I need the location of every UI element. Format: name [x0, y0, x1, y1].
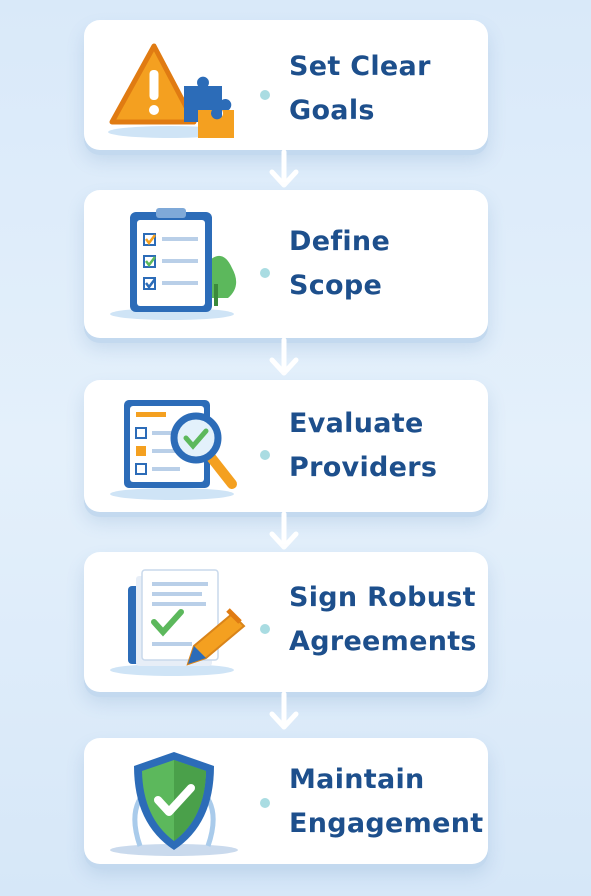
step-title-2: Define Scope: [289, 220, 390, 308]
step-title-3-line1: Evaluate: [289, 408, 424, 439]
down-arrow-icon: [269, 338, 299, 376]
step-dot-2: [260, 268, 270, 278]
step-card-1: Set Clear Goals: [84, 20, 488, 150]
step-title-5-line2: Engagement: [289, 808, 484, 839]
step-card-4: Sign Robust Agreements: [84, 552, 488, 692]
step-title-2-line2: Scope: [289, 270, 383, 301]
step-card-2: Define Scope: [84, 190, 488, 338]
step-dot-4: [260, 624, 270, 634]
magnifier-checklist-icon: [110, 400, 237, 500]
step-title-5-line1: Maintain: [289, 764, 425, 795]
step-dot-5: [260, 798, 270, 808]
checklist-clipboard-icon: [110, 208, 237, 320]
step-title-5: Maintain Engagement: [289, 758, 483, 846]
shield-check-icon: [110, 752, 238, 856]
step-title-1-line2: Goals: [289, 95, 375, 126]
step-dot-1: [260, 90, 270, 100]
step-title-4-line2: Agreements: [289, 626, 477, 657]
step-title-1-line1: Set Clear: [289, 51, 431, 82]
step-title-2-line1: Define: [289, 226, 391, 257]
down-arrow-icon: [269, 692, 299, 730]
step-title-3-line2: Providers: [289, 452, 438, 483]
step-card-5: Maintain Engagement: [84, 738, 488, 864]
step-title-4-line1: Sign Robust: [289, 582, 476, 613]
step-card-3: Evaluate Providers: [84, 380, 488, 512]
step-dot-3: [260, 450, 270, 460]
step-title-3: Evaluate Providers: [289, 402, 437, 490]
down-arrow-icon: [269, 512, 299, 550]
down-arrow-icon: [269, 150, 299, 188]
document-pen-icon: [110, 569, 246, 676]
step-title-1: Set Clear Goals: [289, 45, 431, 133]
warning-puzzle-icon: [108, 43, 234, 138]
step-title-4: Sign Robust Agreements: [289, 576, 477, 664]
